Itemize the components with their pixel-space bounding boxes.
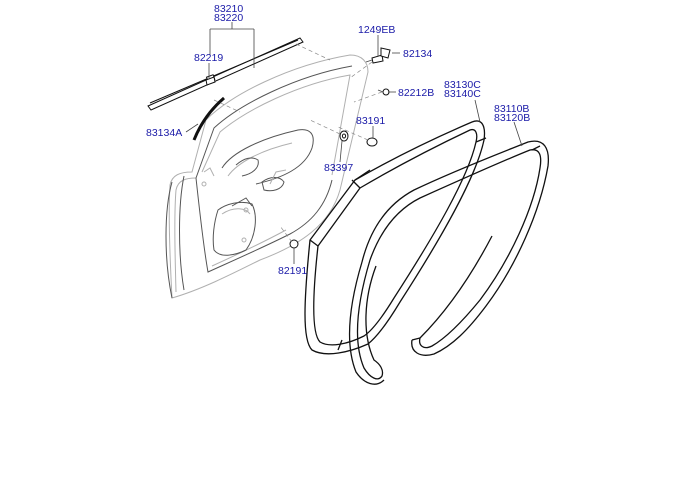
door-weatherstrip-83130C: [304, 120, 487, 355]
clip-82219: [205, 76, 216, 86]
clip-82212B: [377, 88, 390, 96]
label-83134A: 83134A: [146, 127, 182, 139]
belt-moulding: [147, 37, 304, 111]
part-labels: 83210 83220 82219 83134A 1249EB 82134 82…: [146, 3, 530, 277]
plug-83191: [366, 137, 378, 147]
label-82134: 82134: [403, 48, 432, 60]
label-83191: 83191: [356, 115, 385, 127]
label-83110B: 83110B: [494, 103, 529, 115]
label-83220: 83220: [214, 12, 243, 24]
label-83120B: 83120B: [494, 112, 530, 124]
label-83210: 83210: [214, 3, 243, 15]
dashed-guides: [213, 43, 383, 243]
leader-lines: [185, 22, 523, 264]
label-82219: 82219: [194, 52, 223, 64]
label-83140C: 83140C: [444, 88, 481, 100]
label-83130C: 83130C: [444, 79, 481, 91]
label-82191: 82191: [278, 265, 307, 277]
grommet-83397: [339, 130, 349, 142]
label-1249EB: 1249EB: [358, 24, 395, 36]
screw-1249EB: [365, 54, 384, 64]
rear-door-panel: [165, 54, 369, 299]
label-82212B: 82212B: [398, 87, 434, 99]
weatherstrip-83134A: [192, 96, 225, 141]
clip-82134: [380, 47, 391, 59]
label-83397: 83397: [324, 162, 353, 174]
body-weatherstrip-83110B: [348, 140, 550, 385]
